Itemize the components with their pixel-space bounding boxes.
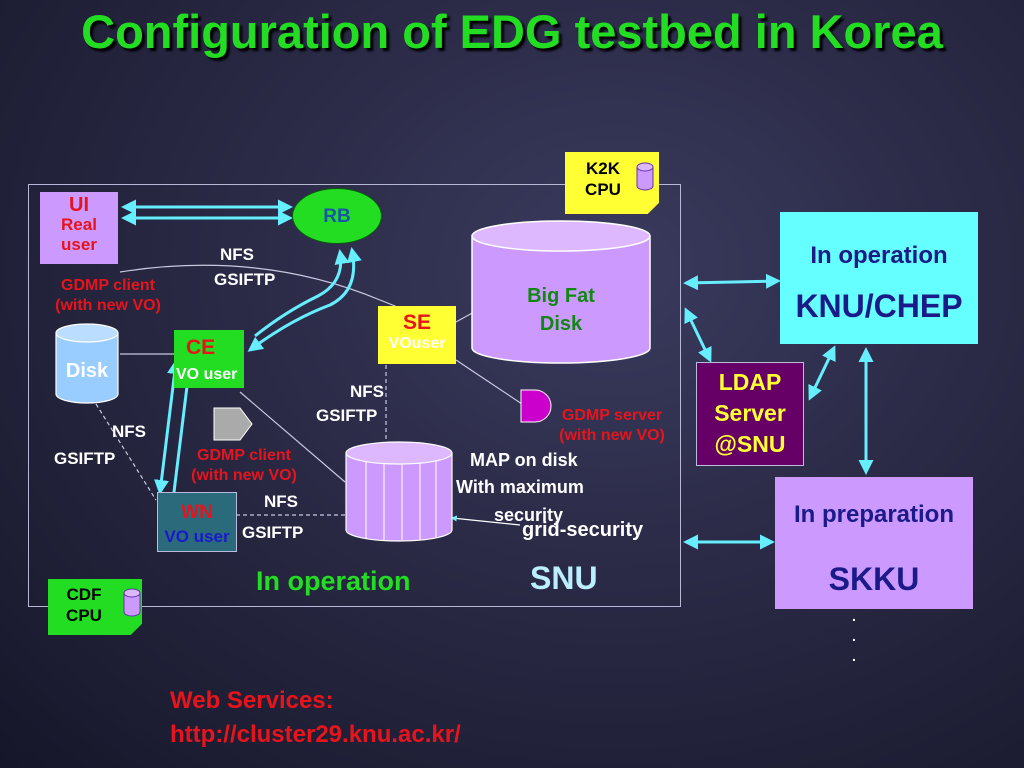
cylinder-icon [123, 588, 141, 617]
page-title: Configuration of EDG testbed in Korea [81, 5, 943, 58]
ldap-line2: Server [714, 400, 786, 426]
se-sub: VOuser [388, 335, 446, 352]
k2k-label: K2K [585, 159, 620, 178]
wn-sub: VO user [164, 527, 230, 546]
nfs-label-mid: NFS [350, 382, 384, 401]
map-disk-cylinder [345, 441, 453, 542]
big-fat-disk-label: Big Fat Disk [470, 282, 652, 338]
cdf-cpu-box: CDF CPU [48, 579, 142, 635]
wn-box: WN VO user [157, 492, 237, 552]
gdmp-client-top-line2: (with new VO) [55, 297, 161, 314]
disk-cylinder [55, 323, 119, 404]
snu-knu-arrow [683, 273, 781, 291]
skku-name: SKKU [828, 561, 920, 597]
ce-title: CE [186, 336, 216, 359]
snu-ldap-arrow [684, 307, 712, 363]
ellipsis-dot: . [852, 608, 856, 624]
big-fat-disk-cylinder [471, 220, 651, 364]
map-line2: With maximum [456, 477, 584, 497]
ce-wn-arrow-1 [154, 359, 182, 495]
snu-label: SNU [530, 560, 598, 596]
ldap-line1: LDAP [718, 369, 782, 395]
snu-status-label: In operation [256, 566, 411, 596]
gdmp-server-icon [520, 389, 552, 423]
k2k-cpu-box: K2K CPU [565, 152, 659, 214]
ui-real-label: Real [61, 215, 97, 234]
gsiftp-label-bottom: GSIFTP [242, 523, 304, 542]
gdmp-client-icon [213, 407, 253, 441]
ldap-knu-arrow [808, 345, 836, 401]
ui-box: UI Real user [40, 192, 118, 264]
map-line1: MAP on disk [470, 450, 578, 470]
big-disk-line1: Big Fat [527, 285, 595, 307]
ellipsis-dot: . [852, 648, 856, 664]
nfs-label-bottom: NFS [264, 492, 298, 511]
web-services: Web Services: http://cluster29.knu.ac.kr… [170, 684, 461, 752]
gdmp-client-top: GDMP client (with new VO) [38, 276, 178, 316]
cdf-label: CDF [66, 585, 102, 604]
gdmp-server-label: GDMP server (with new VO) [542, 406, 682, 446]
gsiftp-label-mid: GSIFTP [316, 406, 378, 425]
cdf-cpu-label: CPU [66, 606, 102, 625]
skku-box: In preparation SKKU [775, 477, 973, 609]
big-disk-line2: Disk [539, 313, 583, 335]
more-sites-ellipsis: . . . [852, 606, 856, 666]
knu-name: KNU/CHEP [795, 288, 963, 324]
gdmp-client-mid-line1: GDMP client [197, 447, 291, 464]
ui-title: UI [69, 194, 89, 216]
gdmp-client-top-line1: GDMP client [61, 277, 155, 294]
rb-node: RB [292, 188, 382, 244]
rb-ce-arrow-inner [254, 249, 350, 338]
gsiftp-label-left: GSIFTP [54, 449, 116, 468]
grid-security-label: grid-security [522, 519, 644, 541]
nfs-label-left: NFS [112, 422, 146, 441]
grid-security-arrow [450, 515, 521, 526]
gsiftp-label-top: GSIFTP [214, 270, 276, 289]
ellipsis-dot: . [852, 628, 856, 644]
web-services-url[interactable]: http://cluster29.knu.ac.kr/ [170, 721, 461, 748]
nfs-label-top: NFS [220, 245, 254, 264]
skku-status: In preparation [793, 501, 955, 528]
ui-user-label: user [61, 235, 97, 254]
knu-status: In operation [810, 242, 948, 269]
rb-label: RB [323, 206, 351, 227]
gdmp-client-mid-line2: (with new VO) [191, 467, 297, 484]
web-services-label: Web Services: [170, 687, 334, 714]
k2k-cpu-label: CPU [585, 180, 621, 199]
knu-chep-box: In operation KNU/CHEP [780, 212, 978, 344]
gdmp-server-line1: GDMP server [561, 407, 663, 424]
ldap-server-box: LDAP Server @SNU [696, 362, 804, 466]
rb-ce-arrow-outer [247, 247, 362, 352]
snu-site-frame [28, 184, 681, 607]
se-title: SE [402, 311, 431, 334]
ce-sub: VO user [176, 366, 238, 383]
cylinder-icon [636, 162, 654, 191]
map-line3: security [494, 505, 564, 525]
gdmp-server-line2: (with new VO) [559, 427, 665, 444]
wn-title: WN [181, 502, 213, 523]
se-box: SE VOuser [378, 306, 456, 364]
disk-label: Disk [65, 360, 109, 382]
ce-box: CE VO user [174, 330, 244, 388]
gdmp-client-mid: GDMP client (with new VO) [170, 446, 318, 486]
ldap-line3: @SNU [714, 431, 786, 457]
